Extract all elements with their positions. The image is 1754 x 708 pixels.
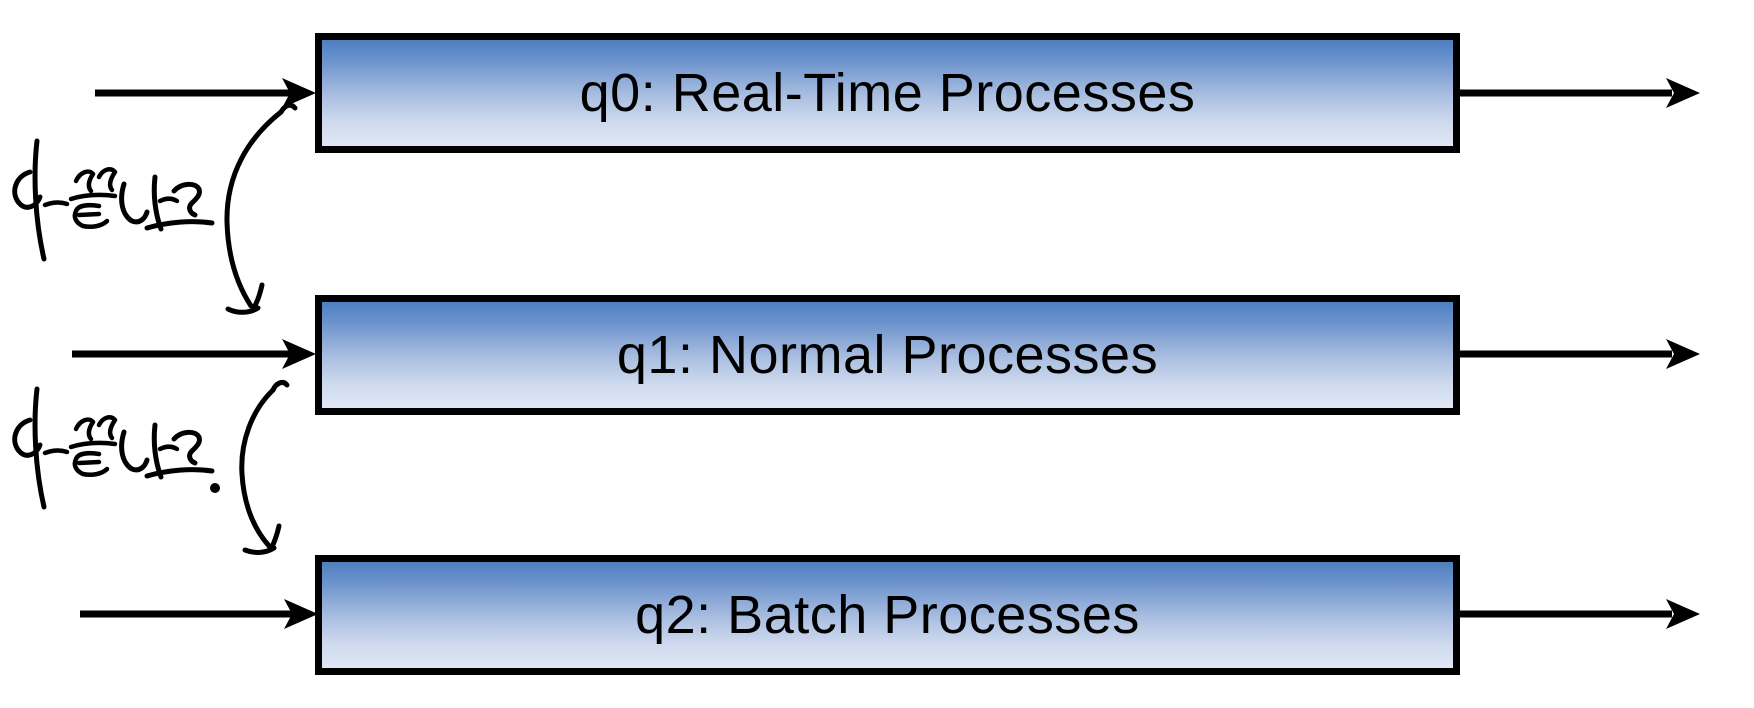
- handdrawn-demote-arrow-q1-q2: [239, 380, 290, 555]
- queue-label-q2: q2: Batch Processes: [635, 585, 1140, 645]
- handwritten-note-1: [12, 138, 215, 262]
- outflow-arrow-q2: [1460, 599, 1700, 629]
- period-dot: [210, 483, 220, 493]
- queue-label-q0: q0: Real-Time Processes: [579, 63, 1196, 123]
- queue-box-q0: q0: Real-Time Processes: [315, 33, 1460, 153]
- outflow-arrow-q0: [1460, 78, 1700, 108]
- outflow-arrow-q1: [1460, 339, 1700, 369]
- handwritten-note-2: [12, 386, 220, 510]
- inflow-arrow-q0: [95, 78, 316, 108]
- handdrawn-demote-arrow-q0-q1: [224, 102, 298, 315]
- queue-box-q1: q1: Normal Processes: [315, 295, 1460, 415]
- queue-label-q1: q1: Normal Processes: [616, 325, 1159, 385]
- inflow-arrow-q2: [80, 599, 318, 629]
- queue-box-q2: q2: Batch Processes: [315, 555, 1460, 675]
- inflow-arrow-q1: [72, 339, 316, 369]
